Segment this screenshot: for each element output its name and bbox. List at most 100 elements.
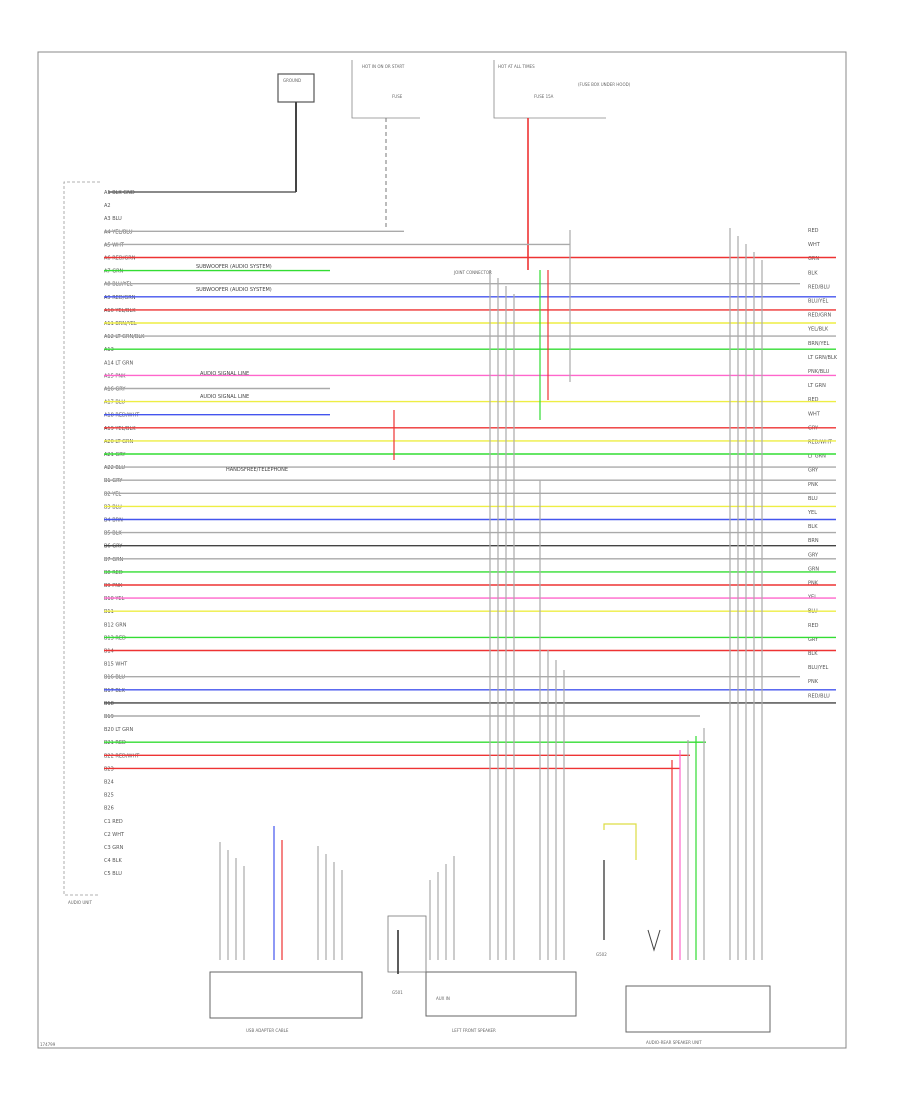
- left-pin-label: A2: [104, 203, 111, 209]
- left-pin-label: A20 LT GRN: [104, 439, 133, 445]
- right-pin-label: GRN: [808, 566, 819, 572]
- left-pin-label: B9 PNK: [104, 583, 123, 589]
- right-pin-label: PNK: [808, 482, 819, 488]
- left-pin-label: B16 BLU: [104, 675, 125, 681]
- left-pin-label: A21 GRY: [104, 452, 126, 458]
- right-pin-label: WHT: [808, 411, 821, 417]
- right-pin-label: PNK: [808, 679, 819, 685]
- left-pin-label: A19 YEL/BLK: [104, 426, 136, 432]
- annotation-signal-2: AUDIO SIGNAL LINE: [200, 394, 249, 400]
- left-pin-label: A17 BLU: [104, 400, 125, 406]
- right-pin-label: RED/BLU: [808, 693, 830, 699]
- annotation-subwoofer-1: SUBWOOFER (AUDIO SYSTEM): [196, 264, 272, 270]
- right-pin-label: BRN: [808, 538, 819, 544]
- right-pin-label: WHT: [808, 242, 821, 248]
- left-pin-label: B7 GRN: [104, 557, 124, 563]
- left-pin-label: B11: [104, 609, 114, 615]
- left-pin-label: A7 GRN: [104, 269, 124, 275]
- left-pin-label: A18 RED/WHT: [104, 413, 140, 419]
- aux-in-label: AUX IN: [436, 996, 450, 1001]
- left-pin-label: B18: [104, 701, 114, 707]
- audio-unit-label: AUDIO UNIT: [68, 900, 92, 905]
- left-pin-label: C2 WHT: [104, 832, 125, 838]
- right-pin-label: GRY: [808, 468, 819, 474]
- left-pin-label: B17 BLK: [104, 688, 126, 694]
- fuse-left-label: FUSE: [392, 94, 403, 99]
- left-pin-label: A4 YEL/BLU: [104, 229, 133, 235]
- right-pin-label: RED/GRN: [808, 313, 832, 319]
- ground-left-label: G501: [392, 990, 403, 995]
- left-pin-label: B15 WHT: [104, 662, 128, 668]
- left-front-speaker-label: LEFT FRONT SPEAKER: [452, 1028, 496, 1033]
- left-pin-label: A12 LT GRN/BLK: [104, 334, 145, 340]
- right-pin-label: GRY: [808, 637, 819, 643]
- right-pin-label: LT GRN: [808, 454, 826, 460]
- left-pin-label: B21 RED: [104, 740, 126, 746]
- audio-unit-boundary: [63, 181, 100, 896]
- right-pin-label: RED: [808, 397, 819, 403]
- fuse-right-label: FUSE 15A: [534, 94, 554, 99]
- right-pin-label: BRN/YEL: [808, 341, 830, 347]
- page-code: 174799: [40, 1042, 56, 1047]
- left-pin-label: B12 GRN: [104, 622, 127, 628]
- left-pin-label: C1 RED: [104, 819, 123, 825]
- right-pin-label: RED: [808, 623, 819, 629]
- left-pin-label: B14: [104, 649, 114, 655]
- annotation-signal-1: AUDIO SIGNAL LINE: [200, 371, 249, 377]
- aux-in-box: [425, 971, 577, 1017]
- left-pin-label: B2 YEL: [104, 491, 121, 497]
- annotation-handsfree: HANDSFREE/TELEPHONE: [226, 467, 288, 473]
- left-pin-label: A13: [104, 347, 114, 353]
- left-pin-label: A11 BRN/YEL: [104, 321, 137, 327]
- power-dist-left-label: HOT IN ON OR START: [362, 64, 405, 69]
- left-pin-label: A9 RED/GRN: [104, 295, 136, 301]
- right-pin-label: PNK/BLU: [808, 369, 830, 375]
- annotation-junction: JOINT CONNECTOR: [453, 270, 492, 275]
- left-pin-label: B23: [104, 766, 114, 772]
- yellow-lead: [603, 823, 637, 860]
- right-pin-label: PNK: [808, 581, 819, 587]
- left-pin-label: B4 BRN: [104, 518, 123, 524]
- ground-right-label: G502: [596, 952, 607, 957]
- power-dist-right: [493, 60, 606, 119]
- right-pin-label: BLK: [808, 524, 818, 530]
- right-pin-label: RED/WHT: [808, 440, 833, 446]
- rear-speaker-box: [625, 985, 771, 1033]
- left-pin-label: A22 BLU: [104, 465, 125, 471]
- left-pin-label: A14 LT GRN: [104, 360, 133, 366]
- left-pin-label: A5 WHT: [104, 242, 125, 248]
- left-pin-label: A16 GRY: [104, 387, 126, 393]
- right-pin-label: RED/BLU: [808, 284, 830, 290]
- left-pin-label: B26: [104, 806, 114, 812]
- left-pin-label: B10 YEL: [104, 596, 125, 602]
- power-dist-right-label: HOT AT ALL TIMES: [498, 64, 535, 69]
- sub-speaker-ground-label: GROUND: [283, 78, 301, 83]
- right-pin-label: BLK: [808, 651, 818, 657]
- right-note: (FUSE BOX UNDER HOOD): [578, 82, 631, 87]
- left-pin-label: B20 LT GRN: [104, 727, 133, 733]
- power-dist-left: [351, 60, 420, 119]
- left-pin-label: A8 BLU/YEL: [104, 282, 133, 288]
- diagram-frame: [37, 51, 847, 1049]
- vertical-wires: [219, 228, 763, 960]
- switch-symbol: [647, 929, 661, 952]
- left-pin-label: B19: [104, 714, 114, 720]
- right-pin-label: BLU: [808, 496, 818, 502]
- left-pin-label: A3 BLU: [104, 216, 122, 222]
- right-pin-label: BLK: [808, 270, 818, 276]
- right-pin-label: RED: [808, 228, 819, 234]
- left-pin-label: A15 PNK: [104, 373, 126, 379]
- right-pin-label: YEL: [807, 510, 817, 516]
- wires: [104, 230, 836, 770]
- left-pin-label: B8 RED: [104, 570, 123, 576]
- right-pin-label: GRY: [808, 552, 819, 558]
- right-pin-label: GRN: [808, 256, 819, 262]
- right-pin-label: BLU/YEL: [808, 665, 829, 671]
- left-pin-label: A10 YEL/BLK: [104, 308, 136, 314]
- usb-adapter-box: [209, 971, 363, 1019]
- right-pin-labels: REDWHTGRNBLKRED/BLUBLU/YELRED/GRNYEL/BLK…: [807, 228, 838, 699]
- left-pin-label: B1 GRY: [104, 478, 123, 484]
- left-pin-label: B3 BLU: [104, 504, 122, 510]
